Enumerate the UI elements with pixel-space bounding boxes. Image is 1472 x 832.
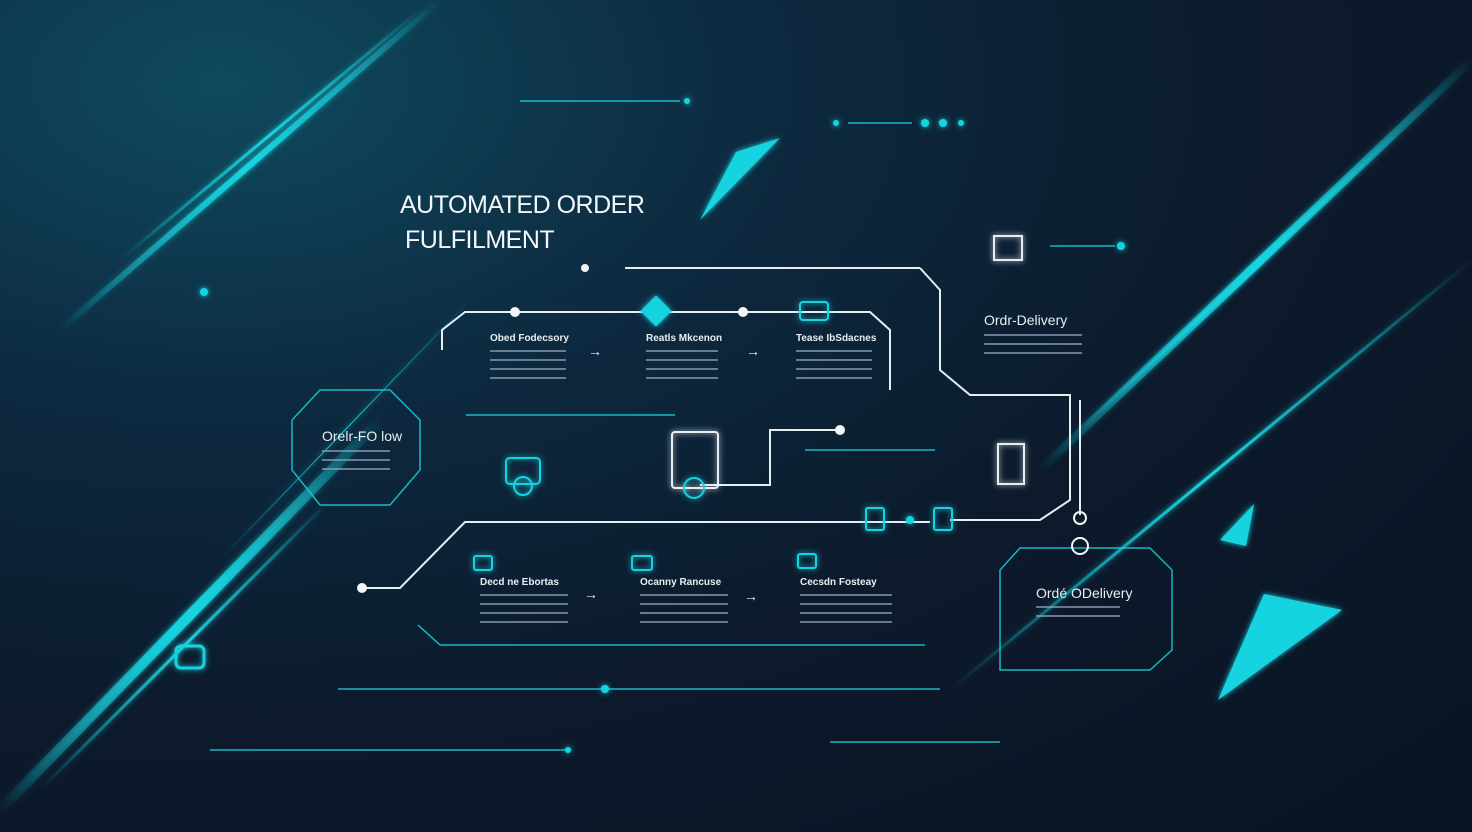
bottom-step-2-label: Ocanny Rancuse [640, 577, 722, 588]
cyan-triangles [700, 138, 1342, 700]
top-step-3-text [796, 350, 872, 386]
bottom-step-2-text [640, 594, 728, 630]
nodes [357, 264, 1089, 593]
top-step-1-text [490, 350, 566, 386]
top-step-2-text [646, 350, 718, 386]
cyan-traces [210, 100, 1173, 751]
top-step-1-label: Obed Fodecsory [490, 333, 569, 344]
arrow-icon: → [746, 343, 760, 359]
page-title-line2: FULFILMENT [405, 226, 555, 254]
right-bottom-panel-text [1036, 606, 1120, 624]
right-top-panel-label: Ordr-Delivery [984, 312, 1068, 328]
process-icons [473, 235, 1025, 571]
right-top-panel-text [984, 334, 1082, 361]
left-panel-label: Orelr-FO low [322, 428, 403, 444]
cyan-dots [174, 98, 1125, 753]
bottom-step-3-text [800, 594, 892, 630]
diagonal-beams [0, 0, 1472, 814]
top-step-3-label: Tease IbSdacnes [796, 333, 877, 344]
right-bottom-panel-label: Ordé ODelivery [1036, 585, 1133, 601]
arrow-icon: → [744, 588, 758, 604]
bottom-step-3-label: Cecsdn Fosteay [800, 577, 877, 588]
arrow-icon: → [584, 586, 598, 602]
arrow-icon: → [588, 343, 602, 359]
page-title-line1: AUTOMATED ORDER [400, 191, 645, 219]
left-panel-text [322, 450, 390, 477]
bottom-step-1-text [480, 594, 568, 630]
connector-lines [360, 267, 1081, 589]
top-step-2-label: Reatls Mkcenon [646, 333, 723, 344]
bottom-step-1-label: Decd ne Ebortas [480, 577, 559, 588]
